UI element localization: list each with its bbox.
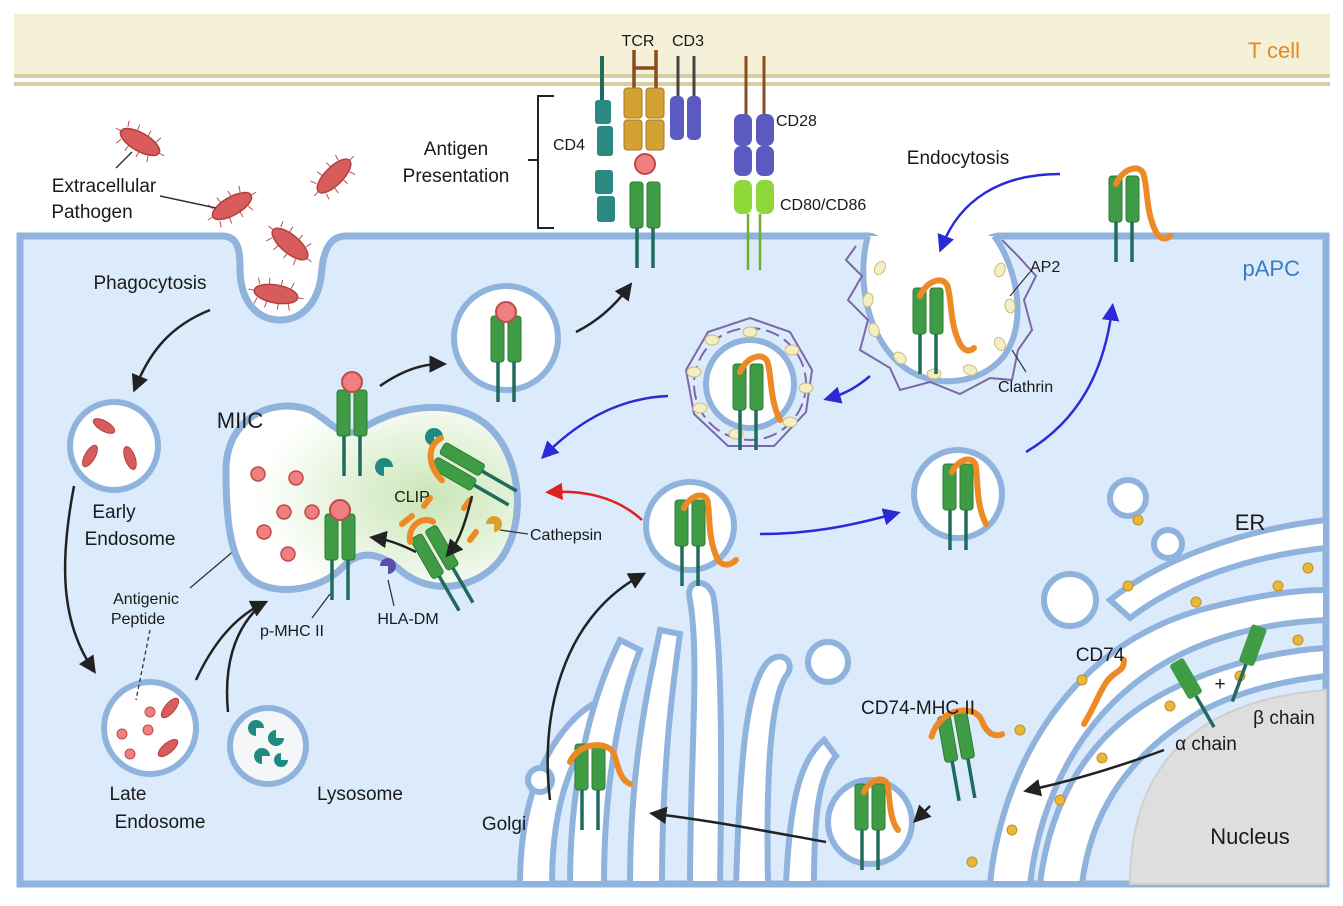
cd74-mhc2-label: CD74-MHC II [861, 698, 975, 719]
late-endosome-label-line1: Late [110, 784, 147, 805]
antigenic-peptide-label-line1: Antigenic [113, 591, 179, 608]
arrow-er-to-vesicle [913, 804, 932, 823]
arrow-phagocytosis-to-early [131, 308, 211, 393]
clathrin-label: Clathrin [998, 379, 1053, 396]
ap2-label: AP2 [1030, 259, 1060, 276]
arrow-chains-to-complex [1023, 748, 1165, 797]
cd74-chain [1081, 657, 1127, 727]
synapse-pmhc2 [628, 153, 662, 270]
arrow-cd74-to-clip [445, 495, 474, 558]
alpha-chain [1170, 658, 1216, 729]
er-ribosomes [966, 514, 1314, 868]
antigen-presentation-label-line1: Antigen [424, 139, 488, 160]
cd28-label: CD28 [776, 113, 817, 130]
early-endosome-label-line2: Endosome [85, 529, 176, 550]
t-cell-label: T cell [1248, 38, 1300, 63]
lysosome-label: Lysosome [317, 784, 403, 805]
cd74-mhc2-vesicle-middle [643, 479, 739, 588]
extracellular-pathogens: Extracellular Pathogen [51, 114, 366, 315]
cd4-label: CD4 [553, 137, 585, 154]
arrow-golgi-to-vesicle [546, 572, 647, 801]
pmhc2-label: p-MHC II [260, 623, 324, 640]
plus-sign: + [1214, 674, 1225, 695]
extracellular-pathogen-label-line1: Extracellular [52, 176, 157, 197]
clathrin-coated-pit: AP2 Clathrin [844, 234, 1060, 396]
t-cell-cytoplasm [14, 14, 1330, 76]
early-endosome-label-line1: Early [92, 502, 136, 523]
arrow-vesicle-to-golgi [649, 806, 827, 844]
phagocytosis-label: Phagocytosis [93, 273, 206, 294]
arrow-vesicle-to-membrane [1025, 303, 1120, 454]
antigen-presentation-label-line2: Presentation [403, 166, 510, 187]
miic-clip-mhc2 [406, 517, 481, 616]
arrow-lysosome-to-miic [225, 603, 263, 713]
lysosome: Lysosome [227, 705, 403, 805]
arrow-clip-to-pmhc [369, 530, 417, 554]
endoplasmic-reticulum: ER [986, 477, 1329, 887]
cd74-mhc2-vesicle-bottom [825, 776, 915, 872]
extracellular-pathogen-label-line2: Pathogen [51, 202, 132, 223]
er-assembly: CD74 + α chain β chain CD74-MHC II [861, 624, 1315, 804]
miic-cd74-mhc2-top [427, 435, 522, 513]
arrow-late-to-miic [194, 600, 269, 681]
arrow-vesicle-to-vesicle [759, 508, 901, 536]
er-label: ER [1235, 510, 1266, 535]
miic-label: MIIC [217, 408, 264, 433]
tcr-label: TCR [622, 33, 655, 50]
antigenic-peptide-label-line2: Peptide [111, 611, 165, 628]
costimulatory-pair: CD28 CD80/CD86 [734, 56, 866, 270]
pathway-arrows [63, 172, 1165, 844]
clip-label: CLIP [394, 489, 430, 506]
clathrin-coated-vesicle [684, 316, 814, 452]
cd3-complex: CD3 [670, 33, 704, 140]
endocytosis-label: Endocytosis [907, 148, 1009, 169]
late-endosome: Late Endosome [101, 679, 206, 833]
cd4-coreceptor: CD4 [553, 56, 615, 222]
tcr-complex: TCR [622, 33, 665, 151]
arrow-vesicle-to-miic [541, 394, 669, 459]
beta-chain-label: β chain [1253, 708, 1315, 729]
cd3-label: CD3 [672, 33, 704, 50]
t-cell-region: T cell [14, 14, 1330, 86]
hla-dm-label: HLA-DM [377, 611, 438, 628]
golgi-label: Golgi [482, 814, 526, 835]
arrow-vesicle-to-surface [575, 282, 633, 334]
cd74-mhc2-vesicle-right [911, 447, 1005, 552]
late-endosome-label-line2: Endosome [115, 812, 206, 833]
arrow-red-to-miic [545, 482, 643, 521]
beta-chain [1230, 624, 1267, 703]
immune-synapse: Antigen Presentation CD4 TCR CD3 [403, 33, 866, 270]
golgi-cd74-mhc2 [567, 742, 633, 832]
alpha-chain-label: α chain [1175, 734, 1237, 755]
nucleus-label: Nucleus [1210, 824, 1289, 849]
cd80-cd86-label: CD80/CD86 [780, 197, 866, 214]
er-cd74-mhc2 [928, 707, 1006, 804]
miic-exiting-pmhc2 [335, 371, 369, 478]
nucleus: Nucleus [1128, 688, 1327, 885]
early-endosome: Early Endosome [67, 399, 176, 550]
arrow-early-to-late [63, 485, 96, 674]
arrow-endocytosis [937, 172, 1061, 253]
cd74-label: CD74 [1076, 645, 1125, 666]
surface-mhc2-cd74 [1107, 165, 1173, 264]
arrow-pit-to-vesicle [823, 375, 871, 404]
papc-label: pAPC [1243, 256, 1301, 281]
arrow-miic-to-vesicle [379, 355, 447, 388]
cathepsin-label: Cathepsin [530, 527, 602, 544]
pmhc2-transport-vesicle [451, 283, 561, 404]
